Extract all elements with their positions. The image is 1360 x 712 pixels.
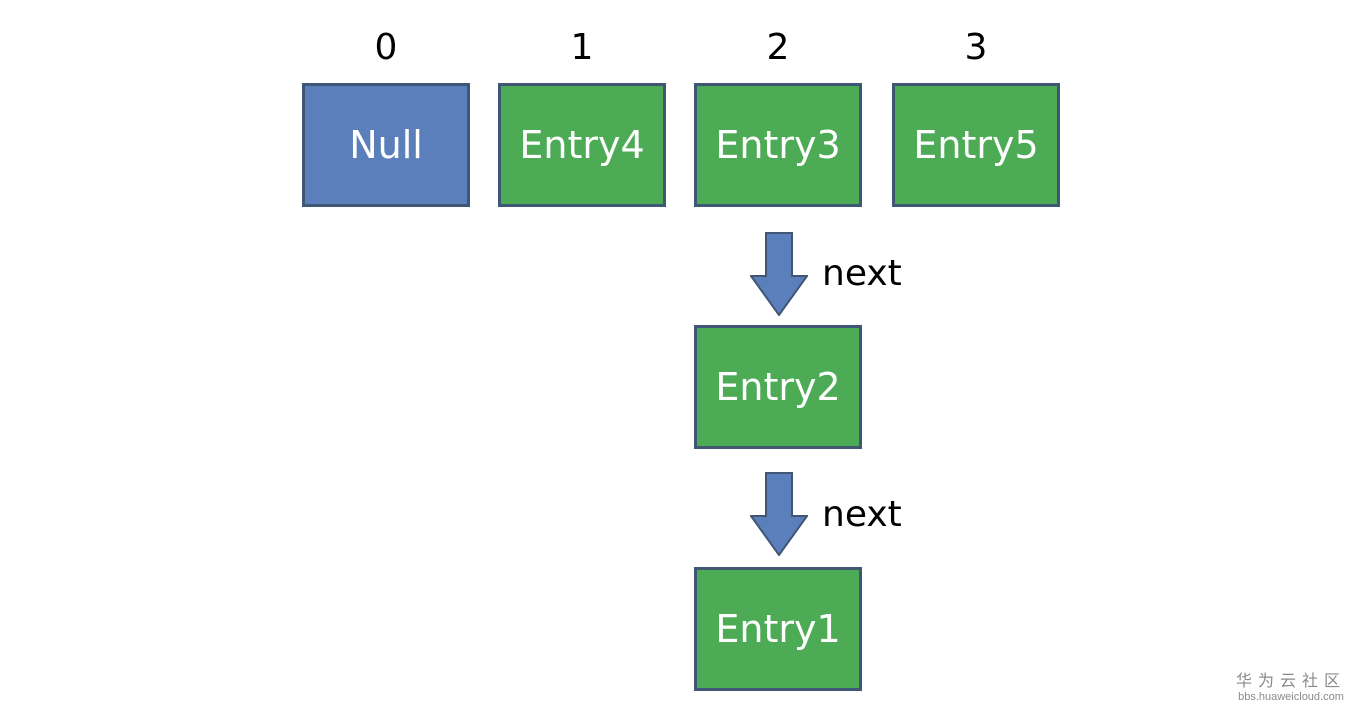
bucket-3-entry5: Entry5 (892, 83, 1060, 207)
chain-entry2: Entry2 (694, 325, 862, 449)
watermark-url: bbs.huaweicloud.com (1238, 691, 1344, 703)
watermark: 华为云社区 bbs.huaweicloud.com (1236, 673, 1346, 704)
down-arrow-icon (750, 472, 808, 556)
bucket-2-entry3: Entry3 (694, 83, 862, 207)
chain-entry2-label: Entry2 (715, 365, 841, 409)
bucket-1-entry4: Entry4 (498, 83, 666, 207)
chain-entry1: Entry1 (694, 567, 862, 691)
next-label-2: next (822, 494, 902, 535)
bucket-1-label: Entry4 (519, 123, 645, 167)
bucket-3-label: Entry5 (913, 123, 1039, 167)
chain-entry1-label: Entry1 (715, 607, 841, 651)
bucket-0-label: Null (349, 123, 423, 167)
index-label-3: 3 (964, 27, 988, 68)
bucket-0-null: Null (302, 83, 470, 207)
index-label-0: 0 (374, 27, 398, 68)
bucket-2-label: Entry3 (715, 123, 841, 167)
down-arrow-icon (750, 232, 808, 316)
index-label-1: 1 (570, 27, 594, 68)
next-label-1: next (822, 253, 902, 294)
index-label-2: 2 (766, 27, 790, 68)
watermark-title: 华为云社区 (1235, 673, 1346, 690)
